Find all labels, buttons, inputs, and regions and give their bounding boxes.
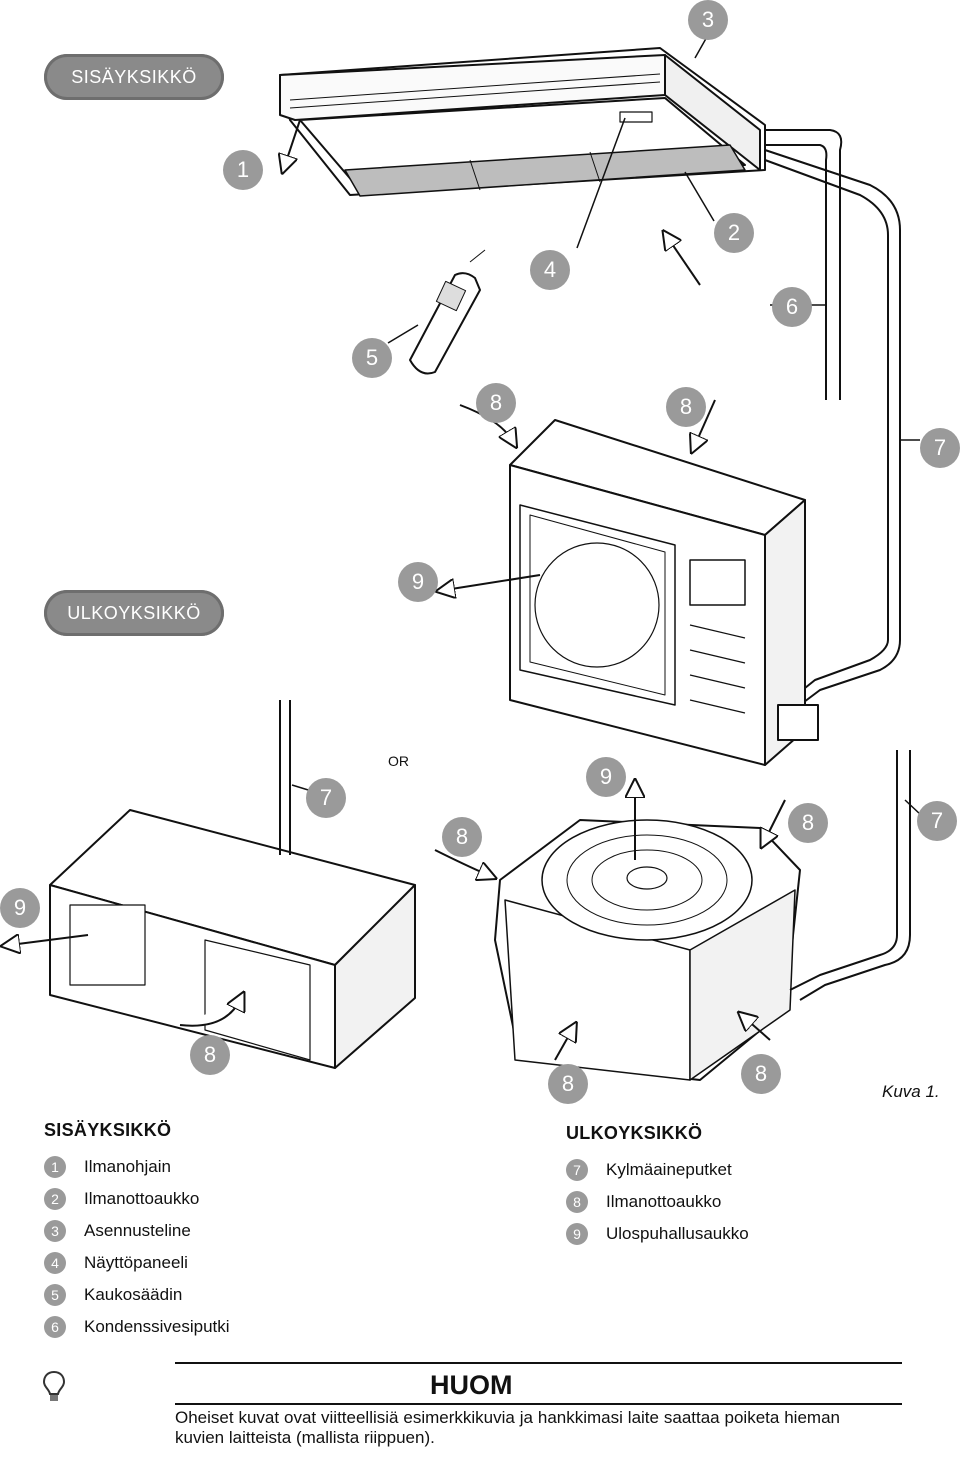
legend-label: Ilmanottoaukko <box>606 1192 722 1211</box>
airflow-arrows <box>10 119 786 1061</box>
note-top-rule <box>175 1362 902 1364</box>
callout-8: 8 <box>476 383 516 423</box>
outdoor-unit-packaged <box>49 700 416 1069</box>
callout-8: 8 <box>741 1054 781 1094</box>
callout-8: 8 <box>190 1035 230 1075</box>
legend-item: 4 Näyttöpaneeli <box>44 1247 230 1279</box>
legend-number: 2 <box>44 1188 66 1210</box>
legend-number: 9 <box>566 1223 588 1245</box>
callout-7: 7 <box>920 428 960 468</box>
callout-7: 7 <box>917 801 957 841</box>
outdoor-unit-split <box>509 419 819 766</box>
indoor-legend: SISÄYKSIKKÖ 1 Ilmanohjain 2 Ilmanottoaukko… <box>44 1120 230 1343</box>
legend-item: 7 Kylmäaineputket <box>566 1154 749 1186</box>
callout-5: 5 <box>352 338 392 378</box>
legend-label: Kondenssivesiputki <box>84 1317 230 1336</box>
callout-8: 8 <box>788 803 828 843</box>
callout-3: 3 <box>688 0 728 40</box>
legend-label: Kaukosäädin <box>84 1285 183 1304</box>
legend-label: Ulospuhallusaukko <box>606 1224 749 1243</box>
callout-4: 4 <box>530 250 570 290</box>
note-title: HUOM <box>430 1370 513 1400</box>
indoor-legend-title: SISÄYKSIKKÖ <box>44 1120 172 1140</box>
callout-8: 8 <box>548 1064 588 1104</box>
legend-number: 6 <box>44 1316 66 1338</box>
outdoor-legend-title: ULKOYKSIKKÖ <box>566 1123 703 1143</box>
remote-control <box>409 249 486 375</box>
legend-number: 8 <box>566 1191 588 1213</box>
callout-1: 1 <box>223 150 263 190</box>
callout-6: 6 <box>772 287 812 327</box>
legend-number: 7 <box>566 1159 588 1181</box>
legend-number: 4 <box>44 1252 66 1274</box>
callout-8: 8 <box>666 387 706 427</box>
legend-item: 9 Ulospuhallusaukko <box>566 1218 749 1250</box>
legend-label: Ilmanottoaukko <box>84 1189 200 1208</box>
indoor-unit <box>279 47 766 197</box>
legend-label: Kylmäaineputket <box>606 1160 732 1179</box>
figure-caption: Kuva 1. <box>882 1082 940 1101</box>
legend-label: Ilmanohjain <box>84 1157 171 1176</box>
legend-item: 1 Ilmanohjain <box>44 1151 230 1183</box>
callout-9: 9 <box>586 757 626 797</box>
legend-number: 1 <box>44 1156 66 1178</box>
legend-item: 2 Ilmanottoaukko <box>44 1183 230 1215</box>
legend-number: 3 <box>44 1220 66 1242</box>
legend-item: 5 Kaukosäädin <box>44 1279 230 1311</box>
callout-9: 9 <box>0 888 40 928</box>
legend-item: 8 Ilmanottoaukko <box>566 1186 749 1218</box>
outdoor-unit-round <box>494 750 911 1081</box>
callout-9: 9 <box>398 562 438 602</box>
callout-8: 8 <box>442 817 482 857</box>
outdoor-unit-pill: ULKOYKSIKKÖ <box>44 590 224 636</box>
legend-number: 5 <box>44 1284 66 1306</box>
note-bottom-rule <box>175 1403 902 1405</box>
legend-label: Näyttöpaneeli <box>84 1253 188 1272</box>
legend-item: 3 Asennusteline <box>44 1215 230 1247</box>
callout-7: 7 <box>306 778 346 818</box>
legend-item: 6 Kondenssivesiputki <box>44 1311 230 1343</box>
lightbulb-icon <box>42 1370 66 1401</box>
or-label: OR <box>388 753 409 769</box>
note-text: Oheiset kuvat ovat viitteellisiä esimerk… <box>175 1408 840 1447</box>
indoor-unit-pill: SISÄYKSIKKÖ <box>44 54 224 100</box>
legend-label: Asennusteline <box>84 1221 191 1240</box>
callout-2: 2 <box>714 213 754 253</box>
outdoor-legend: ULKOYKSIKKÖ 7 Kylmäaineputket 8 Ilmanottoa… <box>566 1123 749 1250</box>
